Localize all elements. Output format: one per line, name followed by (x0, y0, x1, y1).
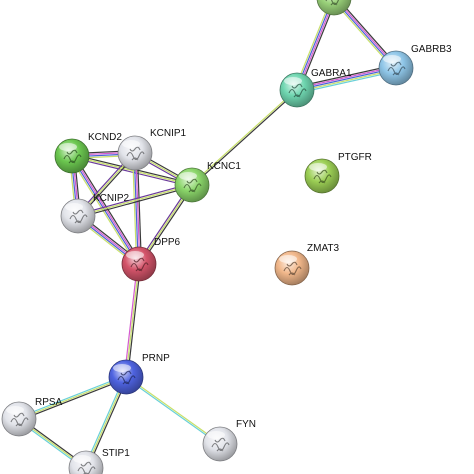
edge-strand (191, 88, 297, 185)
node-label-kcnip1: KCNIP1 (150, 128, 187, 139)
node-label-zmat3: ZMAT3 (307, 243, 339, 254)
node-label-gabra1: GABRA1 (311, 68, 352, 79)
protein-structure-icon (10, 412, 29, 427)
edge-kcnc1-kcnip2 (77, 182, 193, 219)
node-highlight (73, 455, 91, 463)
edge-strand (18, 374, 126, 419)
edge-strand (77, 182, 192, 216)
protein-structure-icon (183, 178, 202, 193)
edge-prnp-fyn (125, 375, 221, 446)
protein-structure-icon (77, 461, 96, 474)
node-gabra1[interactable] (279, 72, 315, 108)
node-gabrg[interactable] (316, 0, 352, 16)
node-label-kcnd2: KCND2 (88, 132, 122, 143)
node-label-kcnip2: KCNIP2 (93, 193, 130, 204)
edge-gabra1-kcnc1 (191, 88, 298, 187)
node-rpsa[interactable] (1, 401, 37, 437)
edge-strand (126, 375, 221, 444)
protein-structure-icon (387, 61, 406, 76)
node-highlight (383, 55, 401, 63)
protein-structure-icon (211, 437, 230, 452)
node-highlight (65, 203, 83, 211)
node-kcnc1[interactable] (174, 167, 210, 203)
node-fyn[interactable] (202, 426, 238, 462)
node-label-ptgfr: PTGFR (338, 152, 372, 163)
edge-dpp6-prnp (123, 263, 142, 378)
node-kcnip1[interactable] (117, 135, 153, 171)
protein-structure-icon (325, 0, 340, 6)
edge-kcnip1-dpp6 (132, 152, 142, 265)
node-sphere[interactable] (316, 0, 352, 16)
node-kcnip2[interactable] (60, 198, 96, 234)
edge-strand (71, 155, 193, 186)
node-dpp6[interactable] (121, 246, 157, 282)
node-label-gabrb3: GABRB3 (411, 44, 452, 55)
edge-strand (135, 152, 141, 264)
protein-structure-icon (69, 209, 88, 224)
edge-strand (192, 90, 298, 187)
edge-strand (18, 376, 127, 420)
node-prnp[interactable] (108, 359, 144, 395)
node-label-rpsa: RPSA (35, 397, 63, 408)
protein-structure-icon (126, 146, 145, 161)
node-highlight (59, 143, 77, 151)
edge-strand (132, 153, 138, 265)
edge-strand (78, 185, 193, 219)
node-gabrb3[interactable] (378, 50, 414, 86)
edge-strand (133, 153, 139, 265)
node-highlight (113, 364, 131, 372)
edge-strand (136, 152, 142, 264)
node-kcnd2[interactable] (54, 138, 90, 174)
protein-structure-icon (117, 370, 136, 385)
node-highlight (179, 172, 197, 180)
edge-strand (71, 156, 192, 188)
protein-structure-icon (288, 83, 307, 98)
node-highlight (207, 431, 225, 439)
node-highlight (126, 251, 144, 259)
node-label-prnp: PRNP (142, 353, 170, 364)
node-ptgfr[interactable] (304, 158, 340, 194)
node-highlight (6, 406, 24, 414)
edge-strand (125, 263, 140, 378)
node-stip1[interactable] (68, 450, 104, 474)
node-zmat3[interactable] (274, 250, 310, 286)
node-highlight (309, 163, 327, 171)
node-highlight (122, 140, 140, 148)
node-label-dpp6: DPP6 (154, 237, 181, 248)
node-label-kcnc1: KCNC1 (207, 161, 241, 172)
edge-strand (123, 263, 139, 377)
node-label-fyn: FYN (236, 419, 256, 430)
protein-structure-icon (283, 261, 302, 276)
protein-structure-icon (63, 149, 82, 164)
protein-structure-icon (313, 169, 332, 184)
protein-structure-icon (130, 257, 149, 272)
edge-prnp-rpsa (18, 374, 127, 422)
edge-strand (126, 264, 142, 378)
edge-strand (19, 377, 127, 422)
edge-strand (125, 377, 220, 446)
node-highlight (284, 77, 302, 85)
node-label-stip1: STIP1 (102, 448, 130, 459)
edge-strand (73, 154, 142, 264)
node-highlight (279, 255, 297, 263)
edge-strand (77, 184, 193, 217)
